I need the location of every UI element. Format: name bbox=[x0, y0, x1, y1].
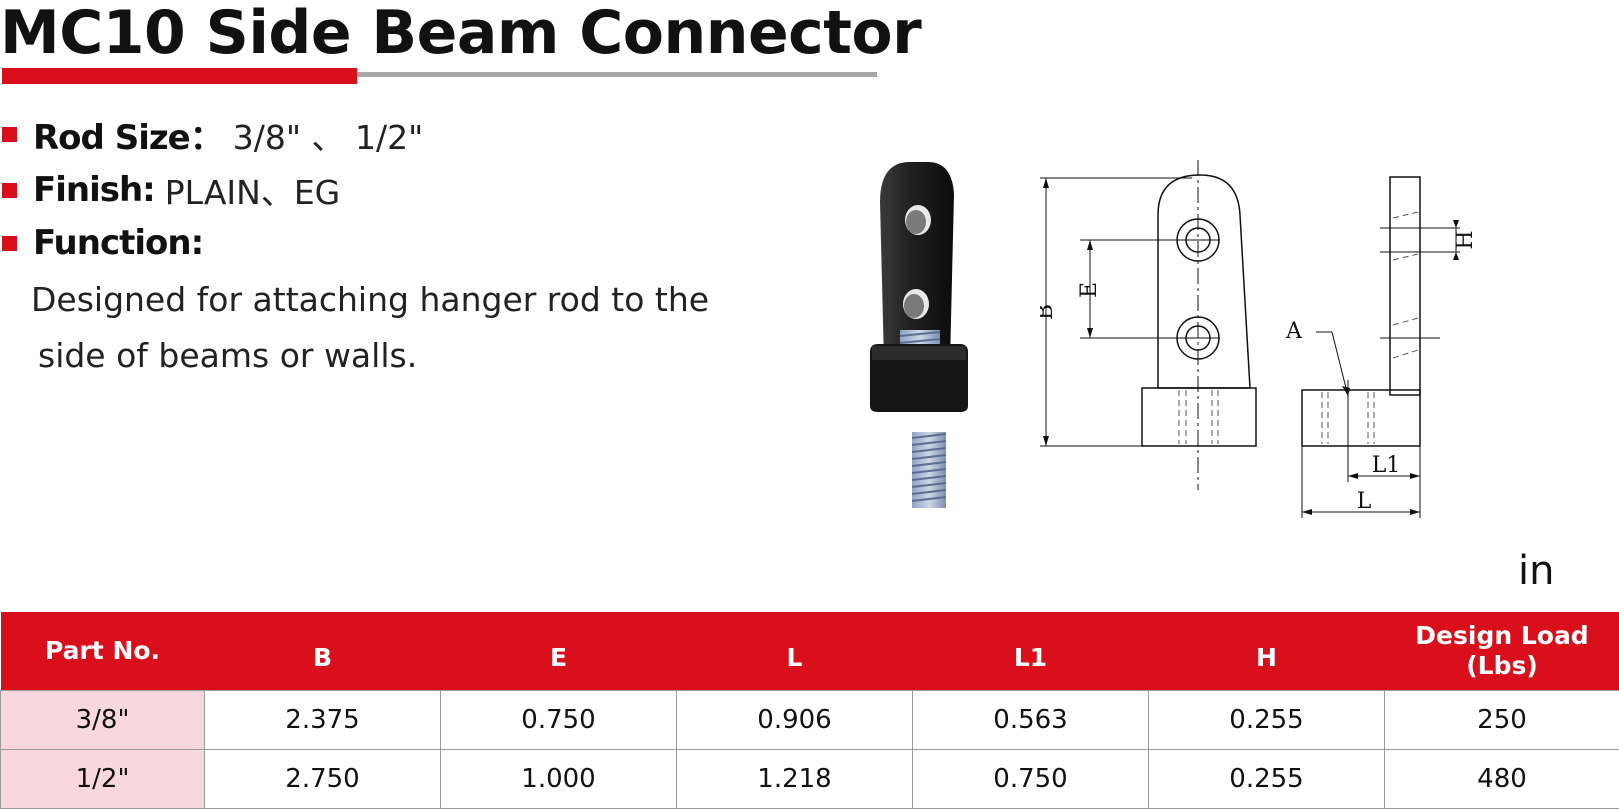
header-l1: L1 bbox=[912, 612, 1149, 691]
technical-drawing: B E H A L1 L bbox=[1040, 160, 1478, 518]
cell-l: 1.218 bbox=[676, 749, 913, 809]
dim-label-h: H bbox=[1453, 230, 1478, 249]
spec-function-label: Function: bbox=[33, 223, 204, 263]
spec-rod-size-value: 3/8" 、 1/2" bbox=[232, 117, 424, 157]
cell-b: 2.375 bbox=[204, 690, 441, 750]
cell-h: 0.255 bbox=[1148, 749, 1385, 809]
header-e: E bbox=[440, 612, 677, 691]
bullet-square-icon bbox=[2, 182, 17, 198]
cell-part-no: 1/2" bbox=[0, 749, 205, 809]
side-view-base bbox=[1301, 389, 1421, 447]
cell-b: 2.750 bbox=[204, 749, 441, 809]
header-h: H bbox=[1148, 612, 1385, 691]
title-underline-red bbox=[2, 68, 357, 84]
spec-rod-size: Rod Size： 3/8" 、 1/2" bbox=[0, 110, 423, 159]
cell-design-load: 250 bbox=[1384, 690, 1619, 750]
front-view-outline bbox=[1157, 174, 1251, 389]
header-part-no: Part No. bbox=[0, 612, 205, 691]
cell-l1: 0.750 bbox=[912, 749, 1149, 809]
unit-label: in bbox=[1518, 548, 1555, 594]
description-line-2: side of beams or walls. bbox=[38, 336, 418, 375]
spec-finish-label: Finish: bbox=[33, 170, 156, 210]
table-row: 1/2" 2.750 1.000 1.218 0.750 0.255 480 bbox=[0, 749, 1619, 809]
spec-table: Part No. B E L L1 H Design Load(Lbs) 3/8… bbox=[0, 612, 1619, 809]
title-underline-gray bbox=[2, 72, 877, 77]
bullet-square-icon bbox=[2, 127, 17, 142]
connector-plate bbox=[880, 162, 954, 362]
dim-label-a: A bbox=[1285, 319, 1303, 344]
cell-l: 0.906 bbox=[676, 690, 913, 750]
base-block bbox=[870, 344, 968, 412]
spec-function: Function: bbox=[0, 223, 204, 263]
side-view-upright bbox=[1389, 176, 1421, 396]
table-header-row: Part No. B E L L1 H Design Load(Lbs) bbox=[0, 612, 1619, 691]
spec-finish-value: PLAIN、EG bbox=[164, 173, 341, 212]
dim-label-e: E bbox=[1077, 282, 1102, 298]
cell-h: 0.255 bbox=[1148, 690, 1385, 750]
table-row: 3/8" 2.375 0.750 0.906 0.563 0.255 250 bbox=[0, 690, 1619, 750]
cell-e: 0.750 bbox=[440, 690, 677, 750]
cell-l1: 0.563 bbox=[912, 690, 1149, 750]
header-design-load: Design Load(Lbs) bbox=[1384, 612, 1619, 691]
spec-rod-size-label: Rod Size： bbox=[33, 118, 224, 158]
header-l: L bbox=[676, 612, 913, 691]
cell-design-load: 480 bbox=[1384, 749, 1619, 809]
page-title: MC10 Side Beam Connector bbox=[0, 0, 922, 68]
bullet-square-icon bbox=[2, 235, 17, 251]
dim-label-b: B bbox=[1040, 304, 1058, 320]
cell-part-no: 3/8" bbox=[0, 690, 205, 750]
spec-finish: Finish: PLAIN、EG bbox=[0, 166, 340, 214]
header-b: B bbox=[204, 612, 441, 691]
cell-e: 1.000 bbox=[440, 749, 677, 809]
description-line-1: Designed for attaching hanger rod to the bbox=[31, 280, 710, 319]
dim-label-l1: L1 bbox=[1372, 453, 1401, 478]
dim-label-l: L bbox=[1357, 489, 1372, 514]
front-view-base bbox=[1141, 387, 1257, 447]
header-design-load-unit: (Lbs) bbox=[1466, 651, 1538, 680]
product-photo bbox=[870, 162, 968, 508]
